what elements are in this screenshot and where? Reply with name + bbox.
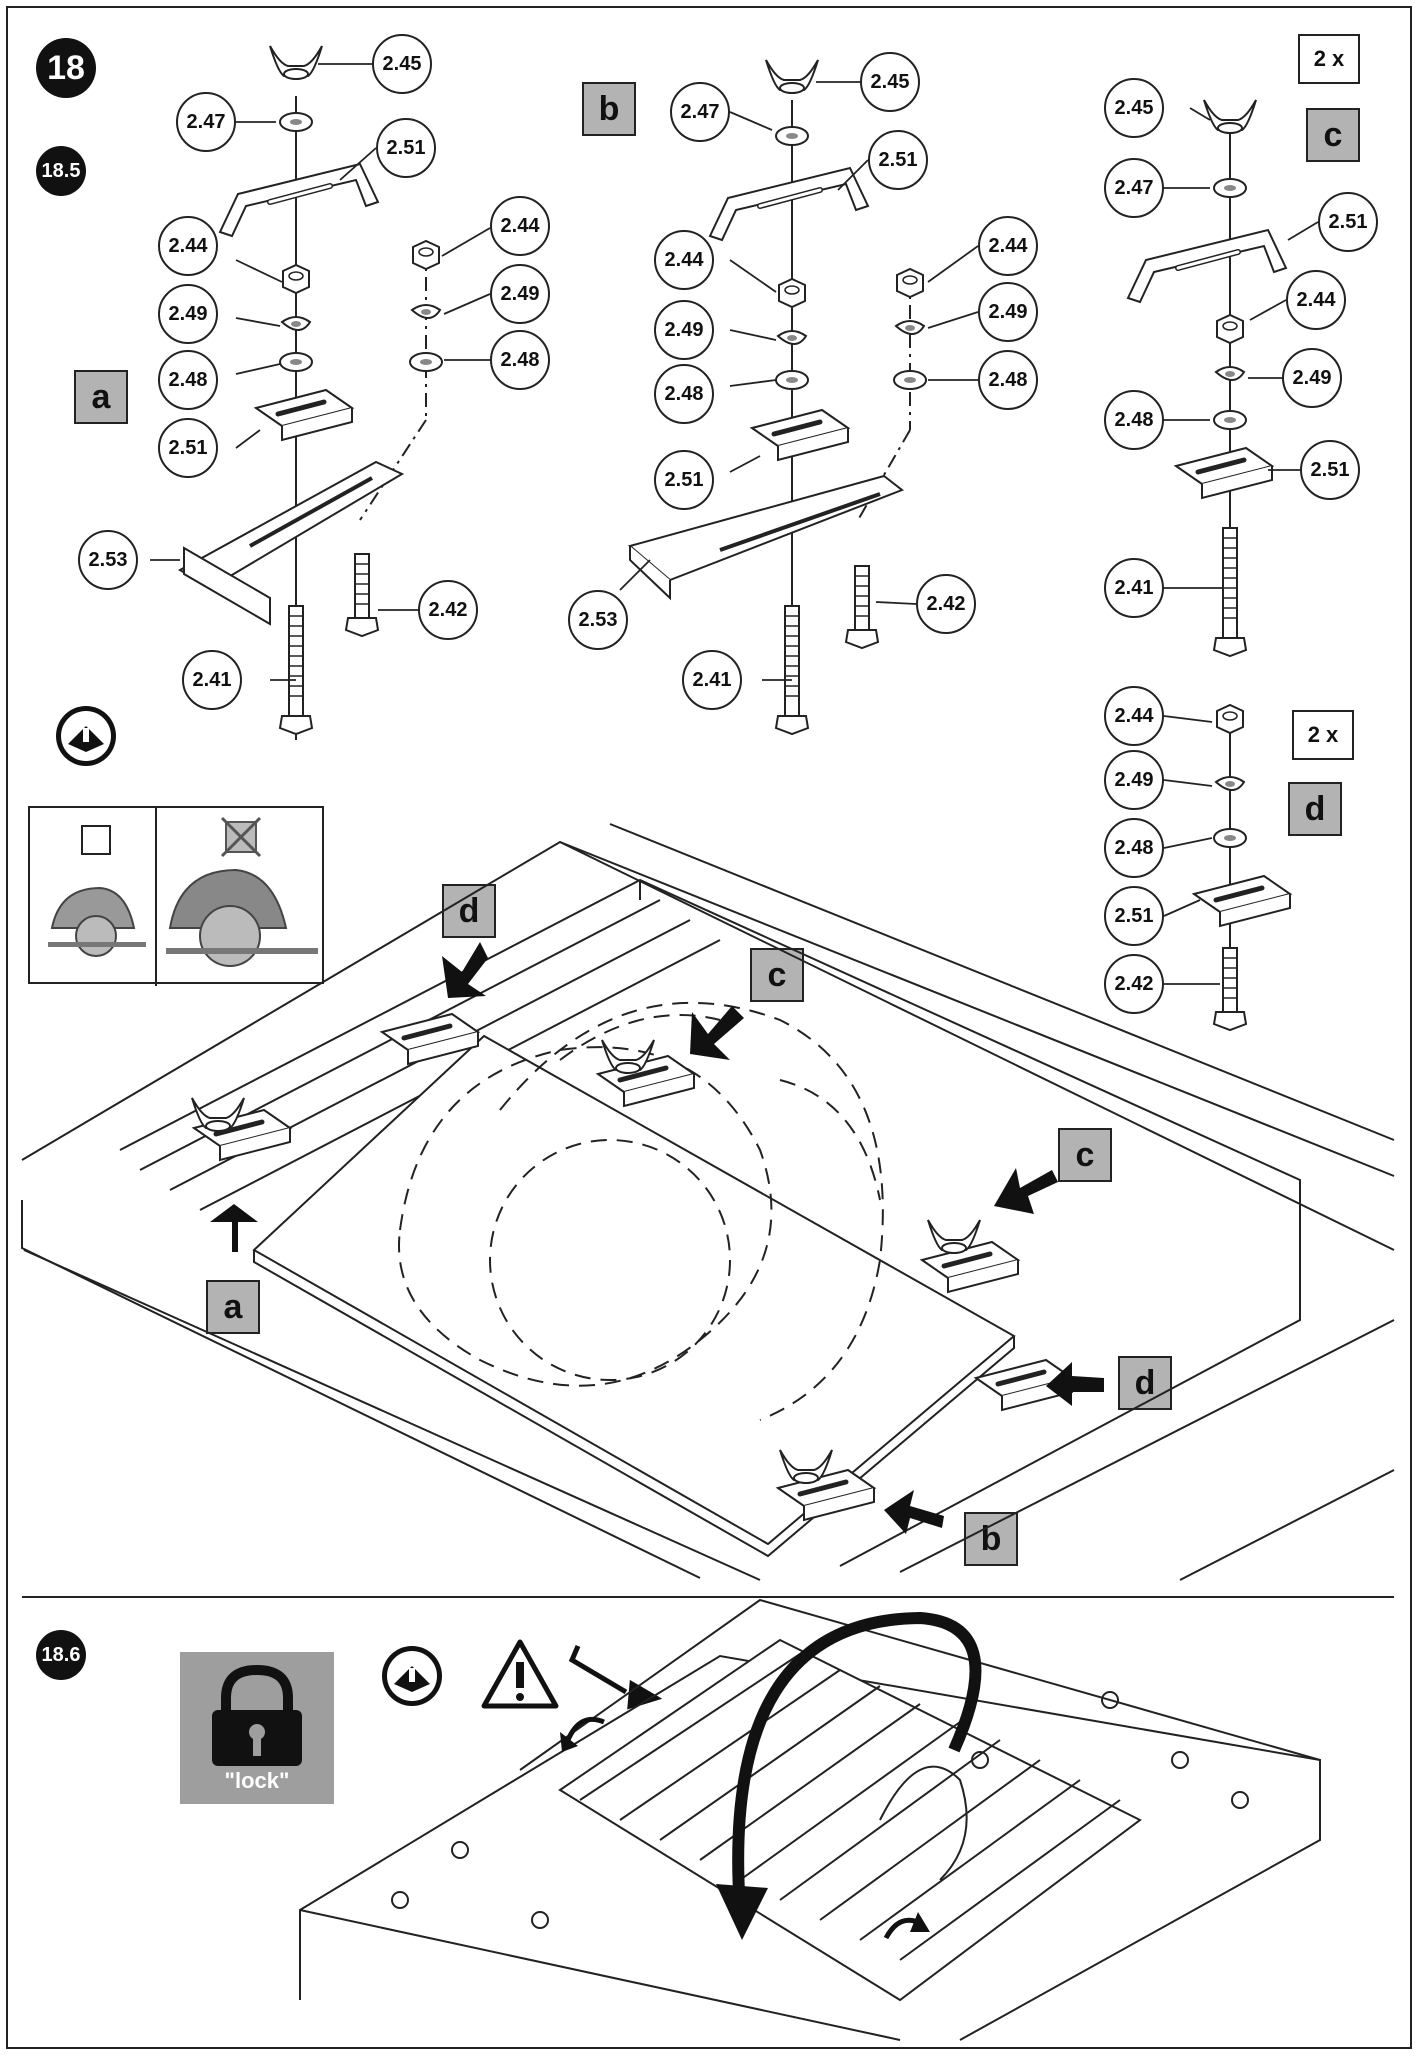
callout-d-2-48: 2.48	[1104, 818, 1164, 878]
callout-a-2-42: 2.42	[418, 580, 478, 640]
exploded-view-b	[627, 59, 927, 735]
saw-compatibility-inset	[28, 806, 324, 986]
callout-a-2-45: 2.45	[372, 34, 432, 94]
callout-a-2-53: 2.53	[78, 530, 138, 590]
label-box-d-assembly: d	[442, 884, 496, 938]
padlock-icon	[212, 1664, 302, 1766]
callout-d-2-49: 2.49	[1104, 750, 1164, 810]
step-badge-18-5: 18.5	[36, 146, 86, 196]
hex-key-icon	[568, 1645, 663, 1710]
quantity-box-d: 2 x	[1292, 710, 1354, 760]
lock-label: "lock"	[224, 1768, 290, 1793]
callout-c-2-49: 2.49	[1282, 348, 1342, 408]
exploded-view-c	[1128, 99, 1286, 657]
callout-c-2-48: 2.48	[1104, 390, 1164, 450]
figure-number-badge: 18	[36, 38, 96, 98]
label-box-a: a	[74, 370, 128, 424]
callout-b-2-48-right: 2.48	[978, 350, 1038, 410]
section-18-6	[299, 1598, 1321, 2041]
callout-b-2-41: 2.41	[682, 650, 742, 710]
callout-b-2-45: 2.45	[860, 52, 920, 112]
callout-c-2-41: 2.41	[1104, 558, 1164, 618]
callout-d-2-51: 2.51	[1104, 886, 1164, 946]
callout-a-2-49-right: 2.49	[490, 264, 550, 324]
exploded-view-d	[1194, 704, 1290, 1031]
callout-a-2-47: 2.47	[176, 92, 236, 152]
page-frame	[6, 6, 1412, 2049]
label-box-c-assembly-right: c	[1058, 1128, 1112, 1182]
quantity-box-c: 2 x	[1298, 34, 1360, 84]
warning-icon	[481, 1639, 559, 1709]
circular-saw-icon	[48, 886, 146, 957]
callout-b-2-42: 2.42	[916, 574, 976, 634]
exploded-view-a	[177, 45, 443, 740]
leader-lines	[150, 63, 1319, 985]
callout-a-2-48-right: 2.48	[490, 330, 550, 390]
label-box-c: c	[1306, 108, 1360, 162]
callout-b-2-49-right: 2.49	[978, 282, 1038, 342]
callout-b-2-48: 2.48	[654, 364, 714, 424]
callout-a-2-49: 2.49	[158, 284, 218, 344]
manual-icon	[56, 706, 116, 766]
large-circular-saw-icon	[166, 868, 318, 967]
label-box-b: b	[582, 82, 636, 136]
callout-b-2-53: 2.53	[568, 590, 628, 650]
lock-panel: "lock"	[180, 1652, 334, 1804]
label-box-d: d	[1288, 782, 1342, 836]
label-box-b-assembly: b	[964, 1512, 1018, 1566]
callout-c-2-51: 2.51	[1318, 192, 1378, 252]
manual-icon-18-6	[382, 1646, 442, 1706]
callout-c-2-47: 2.47	[1104, 158, 1164, 218]
main-assembly	[21, 823, 1395, 1581]
callout-b-2-44: 2.44	[654, 230, 714, 290]
callout-b-2-47: 2.47	[670, 82, 730, 142]
section-divider	[22, 1596, 1394, 1598]
callout-a-2-51: 2.51	[376, 118, 436, 178]
label-box-a-assembly: a	[206, 1280, 260, 1334]
saw-compatibility-graphic	[48, 808, 318, 986]
label-box-d-assembly-right: d	[1118, 1356, 1172, 1410]
callout-c-2-51-lower: 2.51	[1300, 440, 1360, 500]
callout-a-2-51-lower: 2.51	[158, 418, 218, 478]
callout-d-2-42: 2.42	[1104, 954, 1164, 1014]
callout-b-2-49: 2.49	[654, 300, 714, 360]
callout-c-2-44: 2.44	[1286, 270, 1346, 330]
callout-a-2-44: 2.44	[158, 216, 218, 276]
callout-d-2-44: 2.44	[1104, 686, 1164, 746]
callout-c-2-45: 2.45	[1104, 78, 1164, 138]
direction-arrows	[210, 942, 1104, 1534]
callout-a-2-44-right: 2.44	[490, 196, 550, 256]
callout-a-2-41: 2.41	[182, 650, 242, 710]
callout-b-2-51: 2.51	[868, 130, 928, 190]
callout-b-2-51-lower: 2.51	[654, 450, 714, 510]
callout-a-2-48: 2.48	[158, 350, 218, 410]
step-badge-18-6: 18.6	[36, 1630, 86, 1680]
callout-b-2-44-right: 2.44	[978, 216, 1038, 276]
